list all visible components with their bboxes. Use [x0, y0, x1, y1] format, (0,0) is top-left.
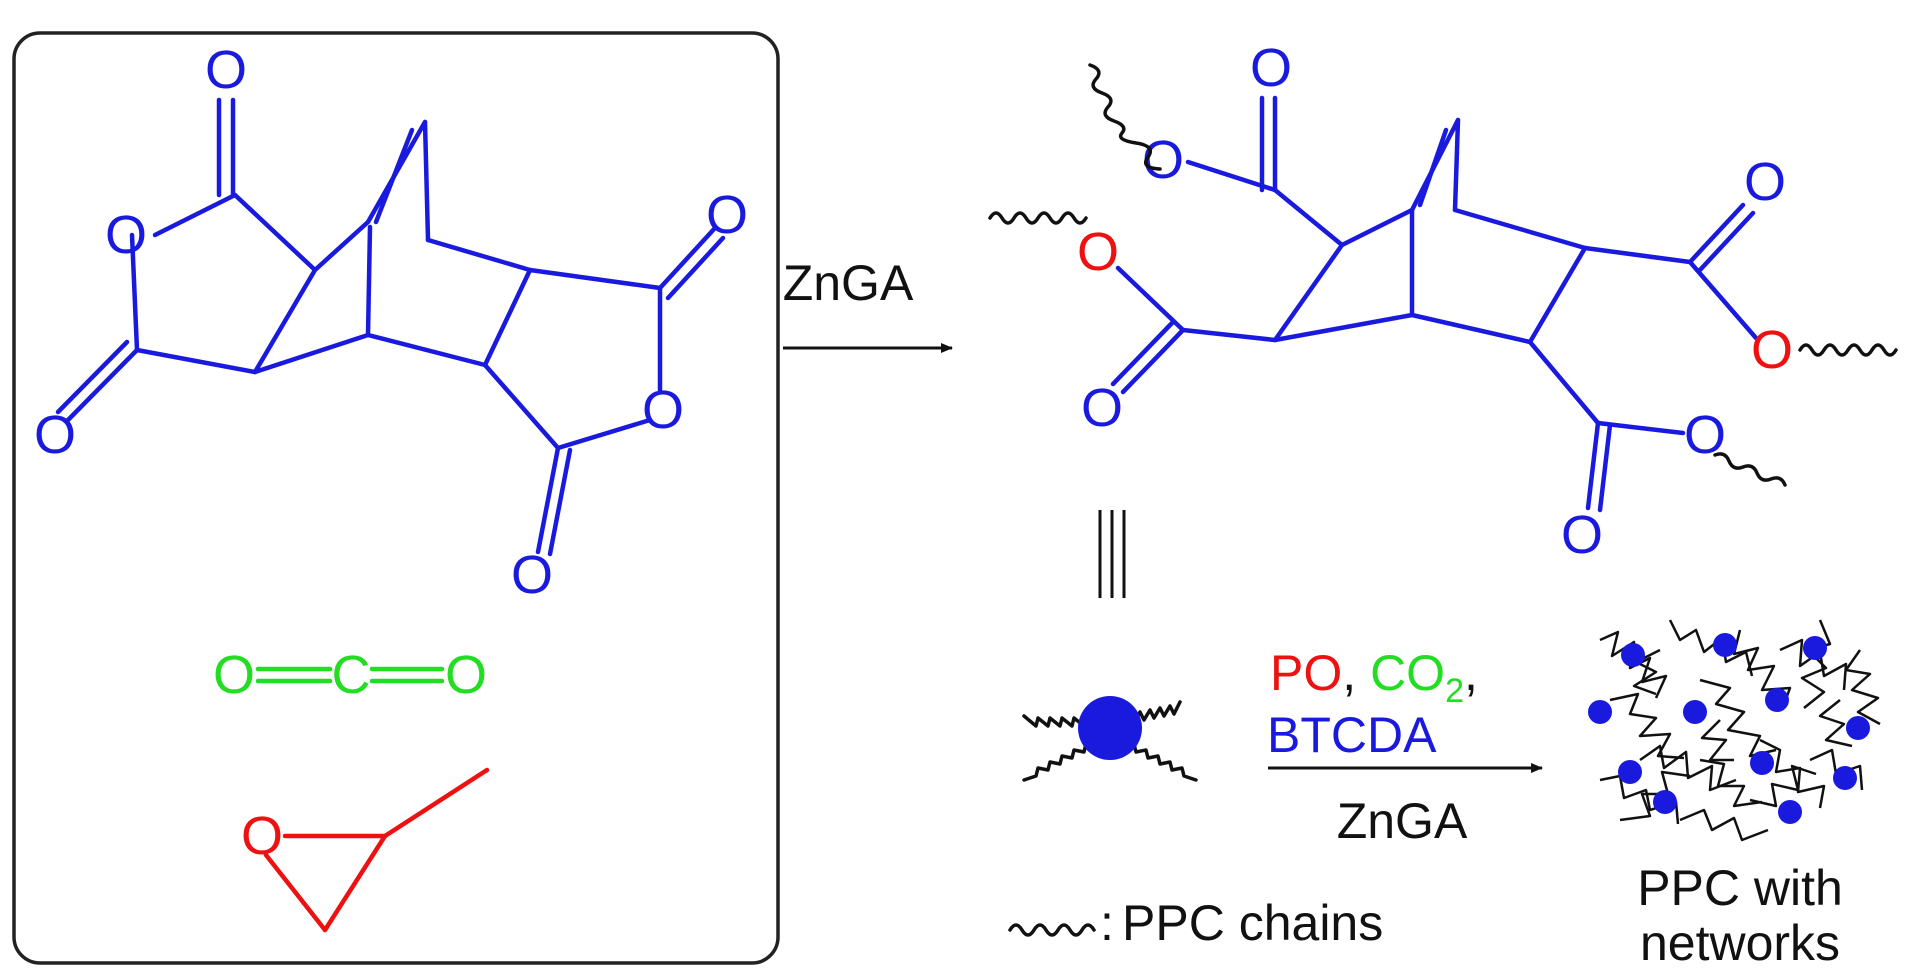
atom-oxygen: O [642, 380, 684, 440]
legend-separator: : [1100, 895, 1114, 951]
reagent-co2-subscript: 2 [1445, 672, 1464, 710]
wavy-chain-icon [988, 211, 1088, 225]
propylene-oxide-structure: O [241, 767, 490, 933]
reagent-co2: CO [1370, 645, 1445, 701]
wavy-chain-icon [1798, 343, 1898, 357]
atom-oxygen: O [511, 545, 553, 605]
wavy-chain-icon [1008, 923, 1096, 937]
legend-label: PPC chains [1122, 895, 1383, 951]
catalyst-label-1: ZnGA [783, 255, 914, 311]
atom-oxygen: O [1077, 222, 1119, 282]
reagent-btcda: BTCDA [1267, 707, 1437, 763]
atom-oxygen: O [1684, 405, 1726, 465]
wavy-chain-icon [1713, 452, 1787, 487]
reagent-trailing-comma: , [1464, 645, 1478, 701]
atom-oxygen: O [1561, 505, 1603, 565]
atom-oxygen: O [1751, 320, 1793, 380]
reagents-line-1: PO, CO2, [1270, 645, 1478, 710]
atom-oxygen: O [205, 40, 247, 100]
atom-oxygen: O [1744, 152, 1786, 212]
legend: : PPC chains [1008, 895, 1383, 951]
atom-oxygen: O [105, 205, 147, 265]
crosslink-node-icon [1078, 696, 1142, 760]
atom-oxygen: O [34, 405, 76, 465]
reagent-po: PO [1270, 645, 1342, 701]
reagent-separator: , [1342, 645, 1356, 701]
star-crosslinker-icon [1022, 696, 1198, 782]
ppc-network-icon [1588, 619, 1881, 842]
co2-structure: O C O [213, 645, 487, 705]
product-label-line2: networks [1640, 915, 1840, 971]
atom-oxygen: O [213, 645, 255, 705]
atom-oxygen: O [1142, 130, 1184, 190]
atom-oxygen: O [1081, 378, 1123, 438]
monomer-box [12, 31, 780, 965]
btcda-structure: O O O O O O [34, 40, 748, 605]
atom-carbon: C [332, 645, 371, 705]
atom-oxygen: O [241, 806, 283, 866]
catalyst-label-2: ZnGA [1337, 793, 1468, 849]
atom-oxygen: O [1250, 38, 1292, 98]
wavy-chain-icon [1088, 63, 1162, 171]
atom-oxygen: O [706, 185, 748, 245]
crosslinker-ester-structure: O O O O O O O O [988, 38, 1898, 565]
equivalence-icon [1098, 510, 1126, 598]
product-label-line1: PPC with [1637, 860, 1843, 916]
atom-oxygen: O [445, 645, 487, 705]
